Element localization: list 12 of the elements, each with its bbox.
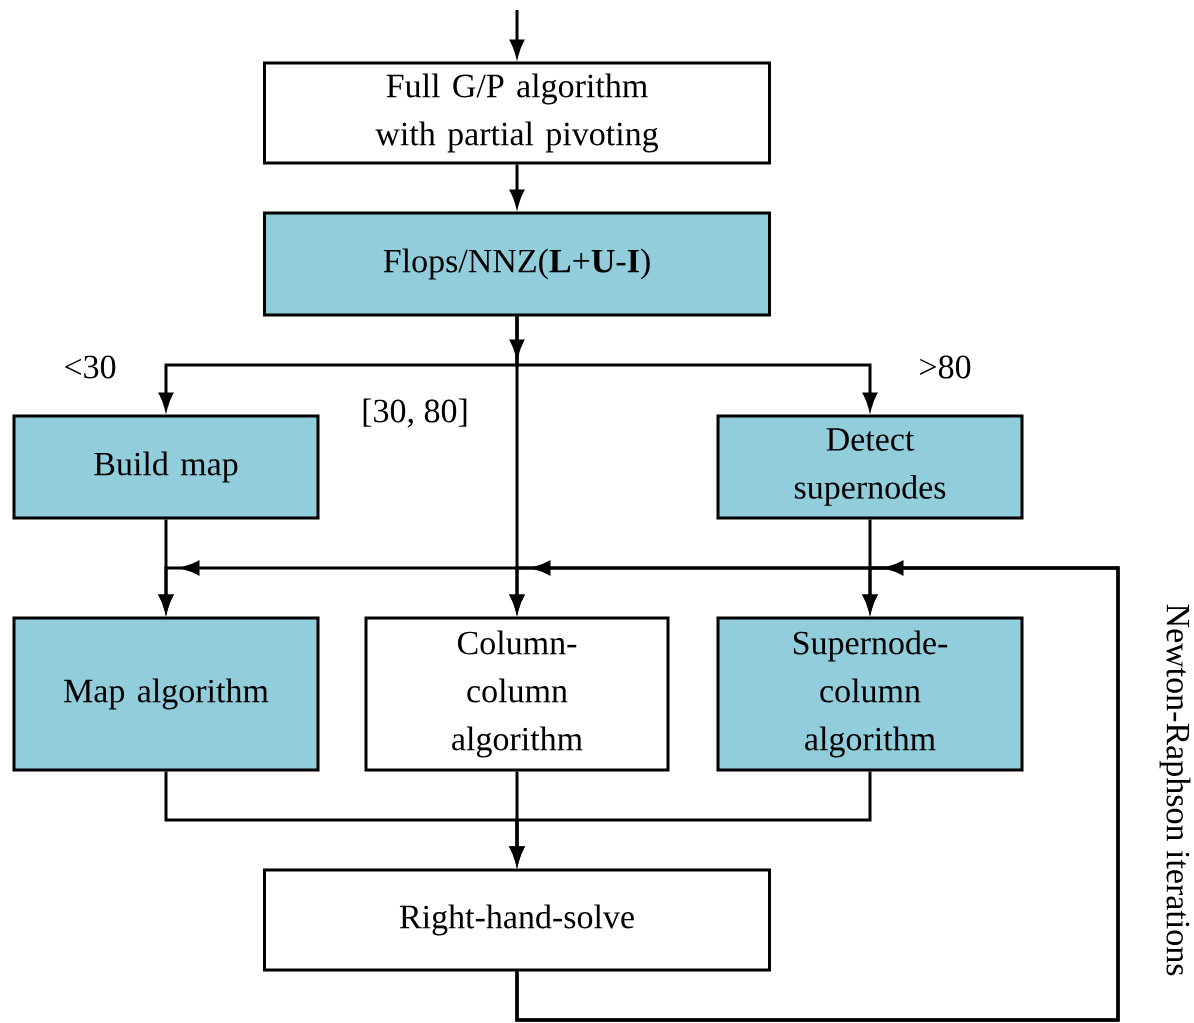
edge-label: <30 [65, 355, 116, 379]
edge-label: >80 [920, 355, 971, 379]
process-box: Map algorithm [12, 616, 320, 772]
process-box: Build map [12, 414, 320, 520]
process-box: Column-column algorithm [364, 616, 670, 772]
process-box: Full G/P algorithm with partial pivoting [263, 61, 771, 165]
decision-box: Flops/NNZ(L+U-I) [263, 211, 771, 317]
process-box: Right-hand-solve [263, 868, 771, 972]
edge-label: Newton-Raphson iterations [1159, 604, 1191, 976]
process-box: Detect supernodes [716, 414, 1024, 520]
edge-label: [30, 80] [363, 398, 467, 428]
process-box: Supernode-column algorithm [716, 616, 1024, 772]
